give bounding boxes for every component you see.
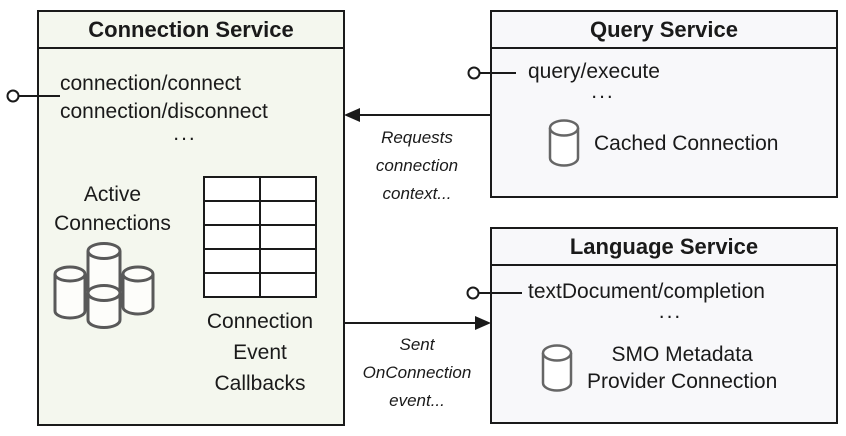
smo-connection-row: SMO Metadata Provider Connection: [540, 342, 777, 394]
table-cell: [261, 250, 315, 272]
arrow-requests-connection-context: [344, 108, 490, 122]
smo-connection-label: SMO Metadata Provider Connection: [587, 343, 778, 393]
table-cell: [205, 226, 259, 248]
database-icon: [548, 119, 580, 167]
arrow-sent-onconnection-event: [345, 316, 491, 330]
database-icon: [541, 344, 573, 392]
callbacks-table: [203, 176, 317, 298]
table-cell: [261, 226, 315, 248]
table-cell: [261, 274, 315, 296]
callbacks-caption: Connection Event Callbacks: [206, 310, 314, 395]
table-cell: [205, 202, 259, 224]
database-cluster-icon: [53, 242, 155, 329]
methods-ellipsis: ...: [173, 122, 197, 145]
methods-ellipsis: ...: [591, 80, 615, 103]
query-service-title: Query Service: [492, 12, 836, 49]
connection-service-title: Connection Service: [39, 12, 343, 49]
table-cell: [205, 274, 259, 296]
active-connections-label: Active Connections: [54, 183, 171, 235]
method-connection-connect: connection/connect: [60, 72, 241, 95]
language-service-box: Language Service: [490, 227, 838, 424]
cached-connection-row: Cached Connection: [547, 118, 778, 168]
cached-connection-label: Cached Connection: [594, 131, 779, 155]
table-cell: [205, 178, 259, 200]
method-connection-disconnect: connection/disconnect: [60, 100, 268, 123]
connection-service-methods: connection/connect connection/disconnect…: [60, 70, 310, 148]
language-service-methods: textDocument/completion ...: [528, 279, 813, 325]
method-query-execute: query/execute: [528, 60, 660, 83]
table-cell: [261, 202, 315, 224]
requests-connection-context-label: Requests connection context...: [375, 128, 459, 203]
sent-onconnection-event-label: Sent OnConnection event...: [362, 335, 472, 410]
table-cell: [261, 178, 315, 200]
method-textdocument-completion: textDocument/completion: [528, 280, 765, 303]
table-cell: [205, 250, 259, 272]
methods-ellipsis: ...: [658, 300, 683, 323]
query-service-methods: query/execute ...: [528, 59, 678, 105]
query-service-box: Query Service: [490, 10, 838, 198]
language-service-title: Language Service: [492, 229, 836, 266]
